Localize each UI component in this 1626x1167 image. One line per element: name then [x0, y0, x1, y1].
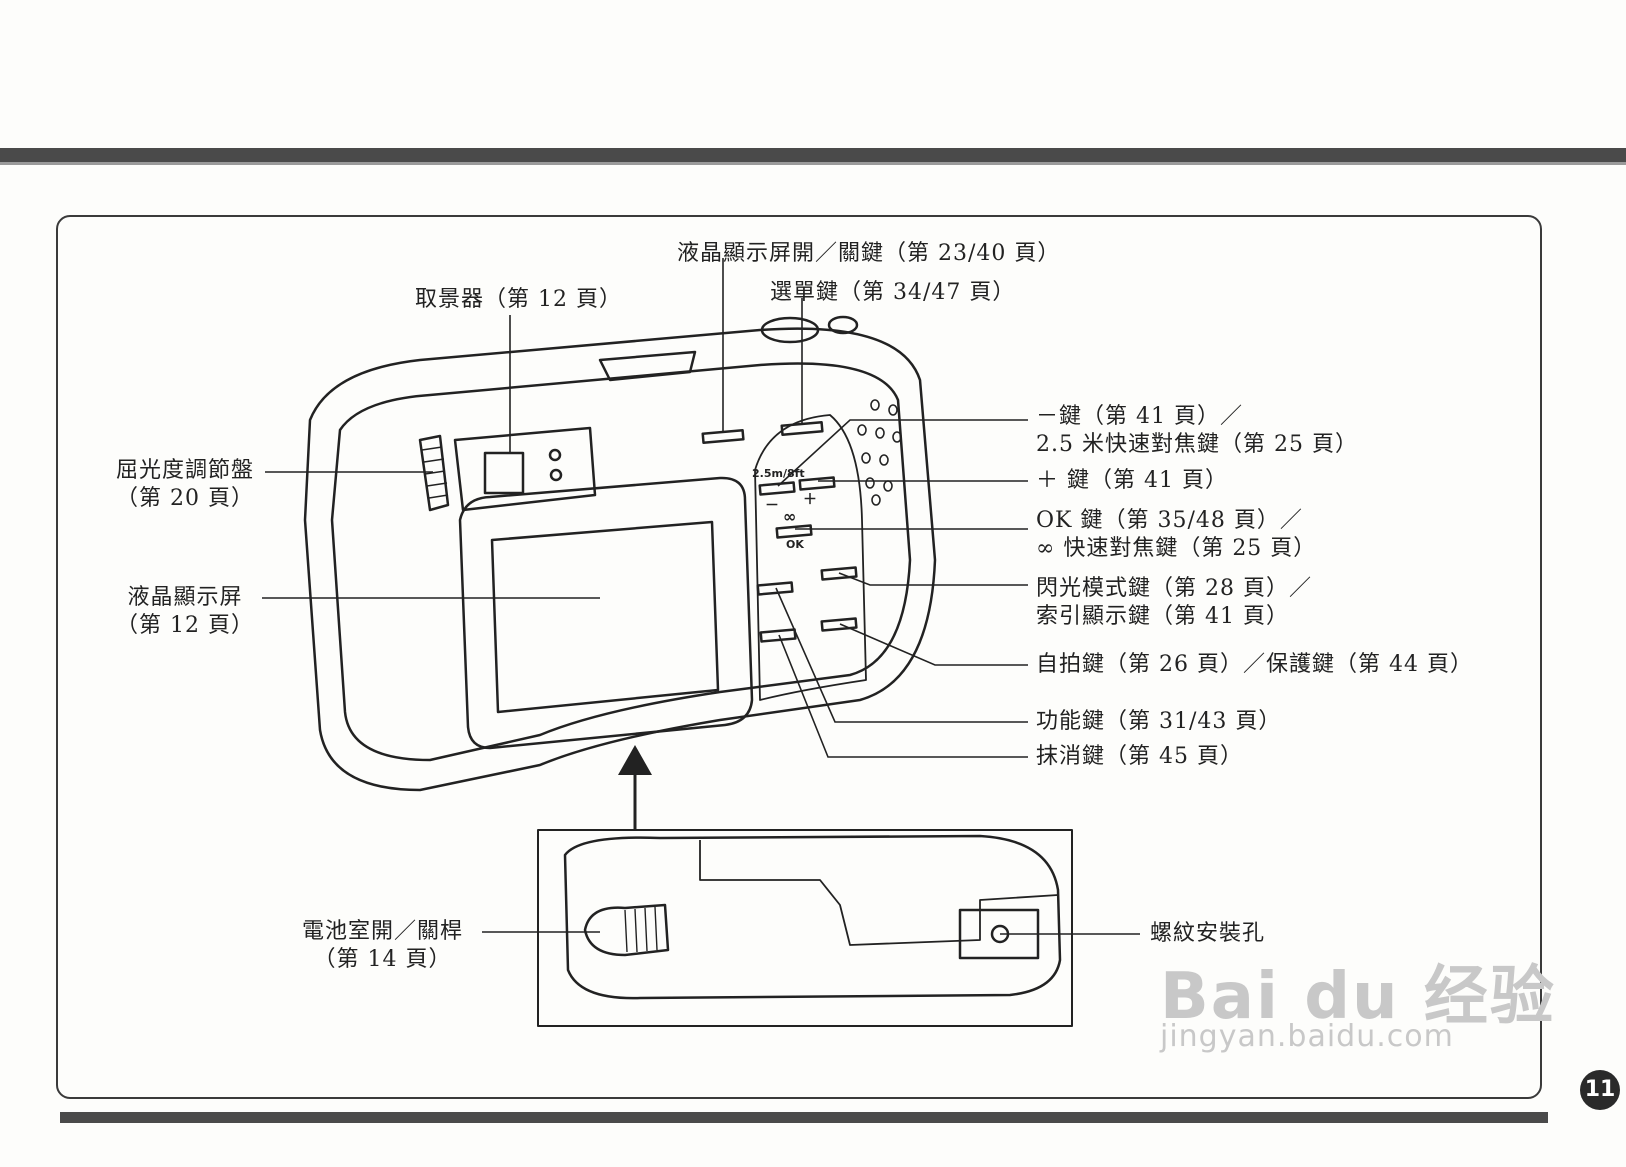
function-button: [756, 581, 794, 596]
label-lcd-line1: 液晶顯示屏: [127, 585, 243, 610]
leader-selftimer: [839, 623, 1028, 666]
label-flash: 閃光模式鍵（第 28 頁）／ 索引顯示鍵（第 41 頁）: [1036, 575, 1312, 631]
page-number: 11: [1580, 1070, 1620, 1110]
label-battery-line1: 電池室開／關桿: [301, 919, 463, 944]
label-tripod: 螺紋安裝孔: [1150, 921, 1266, 946]
label-lcd-line2: （第 12 頁）: [116, 613, 254, 638]
viewfinder: [453, 426, 597, 512]
top-hump: [598, 350, 697, 382]
label-diopter-line1: 屈光度調節盤: [115, 458, 254, 483]
lcd-housing: [458, 476, 754, 750]
label-viewfinder: 取景器（第 12 頁）: [415, 287, 622, 312]
mark-plus: ＋: [803, 492, 817, 508]
label-function: 功能鍵（第 31/43 頁）: [1036, 709, 1282, 734]
erase-button: [759, 628, 797, 643]
lcd-onoff-button: [701, 429, 745, 444]
shutter-button: [760, 316, 820, 344]
camera-body: [303, 327, 937, 792]
camera-bottom: [563, 834, 1062, 1000]
watermark-brand: Bai du 经验: [1160, 960, 1556, 1034]
viewfinder-led-2: [549, 468, 563, 482]
label-diopter-line2: （第 20 頁）: [116, 486, 254, 511]
viewfinder-window: [483, 451, 525, 495]
leader-function: [775, 587, 1028, 723]
label-flash-line2: 索引顯示鍵（第 41 頁）: [1036, 604, 1289, 629]
minus-button: [758, 481, 796, 496]
label-minus-line2: 2.5 米快速對焦鍵（第 25 頁）: [1036, 432, 1358, 457]
camera-body-inner: [330, 362, 912, 762]
mark-infinity: ∞: [783, 507, 796, 526]
speaker-grille: [857, 399, 902, 506]
label-selftimer: 自拍鍵（第 26 頁）／保護鍵（第 44 頁）: [1036, 652, 1473, 677]
diopter-dial: [418, 434, 450, 512]
label-plus: ＋ 鍵（第 41 頁）: [1036, 468, 1228, 493]
label-lcd-onoff: 液晶顯示屏開／關鍵（第 23/40 頁）: [677, 241, 1061, 266]
mark-minus: －: [765, 498, 779, 514]
leader-minus: [777, 419, 1028, 487]
label-battery-line2: （第 14 頁）: [313, 947, 452, 972]
label-minus-line1: －鍵（第 41 頁）／: [1036, 404, 1243, 429]
label-ok-line1: OK 鍵（第 35/48 頁）／: [1036, 508, 1303, 533]
button-panel: [754, 414, 867, 701]
label-minus: －鍵（第 41 頁）／ 2.5 米快速對焦鍵（第 25 頁）: [1036, 403, 1358, 459]
viewfinder-led-1: [548, 448, 562, 462]
leader-flash: [838, 572, 1028, 586]
bottom-view-box: [537, 829, 1073, 1027]
label-lcd: 液晶顯示屏 （第 12 頁）: [110, 584, 260, 640]
bottom-rule: [60, 1112, 1548, 1123]
diopter-dial-ribs: [421, 446, 449, 499]
label-menu: 選單鍵（第 34/47 頁）: [770, 280, 1016, 305]
plus-button: [798, 476, 836, 491]
watermark-url: jingyan.baidu.com: [1160, 1019, 1454, 1054]
label-flash-line1: 閃光模式鍵（第 28 頁）／: [1036, 576, 1312, 601]
lcd-screen: [490, 520, 720, 714]
label-ok-line2: ∞ 快速對焦鍵（第 25 頁）: [1036, 536, 1317, 561]
mark-quick-focus: 2.5m/8ft: [752, 467, 805, 480]
power-button: [827, 315, 859, 335]
view-arrow-head: [618, 745, 652, 775]
watermark: Bai du 经验 jingyan.baidu.com: [1160, 945, 1556, 1054]
leader-erase: [778, 634, 1028, 758]
label-battery: 電池室開／關桿 （第 14 頁）: [285, 918, 480, 974]
selftimer-button: [820, 617, 858, 632]
label-diopter: 屈光度調節盤 （第 20 頁）: [105, 457, 265, 513]
label-erase: 抹消鍵（第 45 頁）: [1036, 744, 1243, 769]
battery-lever-ribs: [624, 906, 658, 953]
battery-lever: [583, 903, 670, 957]
label-ok: OK 鍵（第 35/48 頁）／ ∞ 快速對焦鍵（第 25 頁）: [1036, 507, 1316, 563]
flash-button: [820, 566, 858, 581]
top-rule: [0, 148, 1626, 165]
battery-door: [699, 840, 1059, 946]
mark-ok: OK: [786, 538, 804, 551]
menu-button: [780, 421, 824, 436]
diagram-frame: [56, 215, 1542, 1099]
ok-button: [775, 524, 813, 539]
